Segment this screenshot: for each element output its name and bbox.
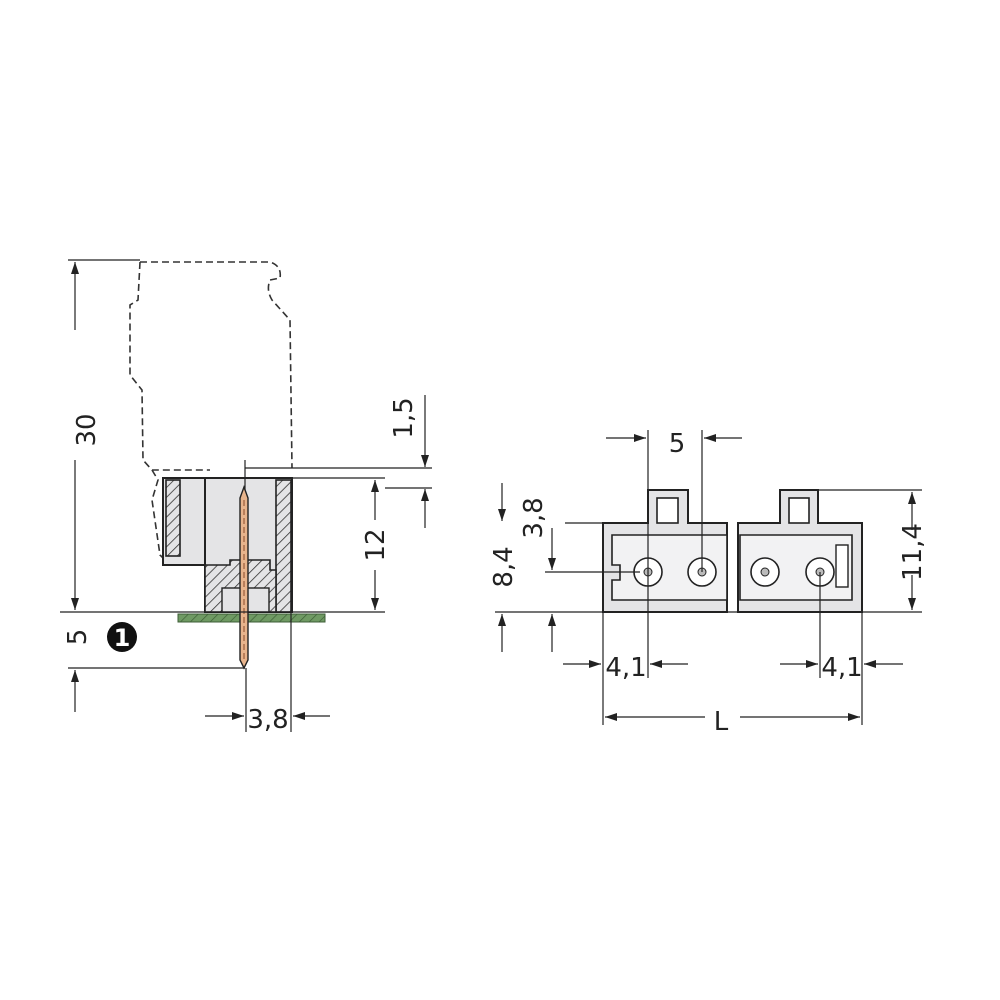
connector-module-right: [737, 489, 863, 613]
dim-1-5: 1,5: [389, 397, 419, 438]
dim-3-8-front: 3,8: [519, 497, 549, 538]
side-view: 30 1,5 12 5 1 3,8: [60, 259, 432, 735]
dim-4-1-right: 4,1: [821, 653, 862, 683]
dim-12: 12: [361, 528, 391, 561]
dim-pitch-5: 5: [669, 429, 686, 459]
note-marker-label: 1: [114, 624, 131, 652]
dim-3-8-side: 3,8: [247, 705, 288, 735]
dim-5-pin: 5: [63, 629, 93, 646]
dim-30: 30: [72, 413, 102, 446]
dim-11-4: 11,4: [898, 523, 928, 581]
dim-length-L: L: [714, 707, 729, 737]
mating-plug-outline: [129, 261, 293, 566]
dim-4-1-left: 4,1: [605, 653, 646, 683]
housing-right-wall: [275, 479, 292, 613]
housing-left-wall: [165, 479, 181, 557]
pcb: [177, 613, 326, 623]
note-marker: [107, 622, 137, 652]
dim-8-4: 8,4: [489, 546, 519, 587]
front-view: 5 11,4 8,4 3,8 4,1 4,1 L: [489, 429, 928, 737]
connector-module-left: [602, 489, 728, 613]
